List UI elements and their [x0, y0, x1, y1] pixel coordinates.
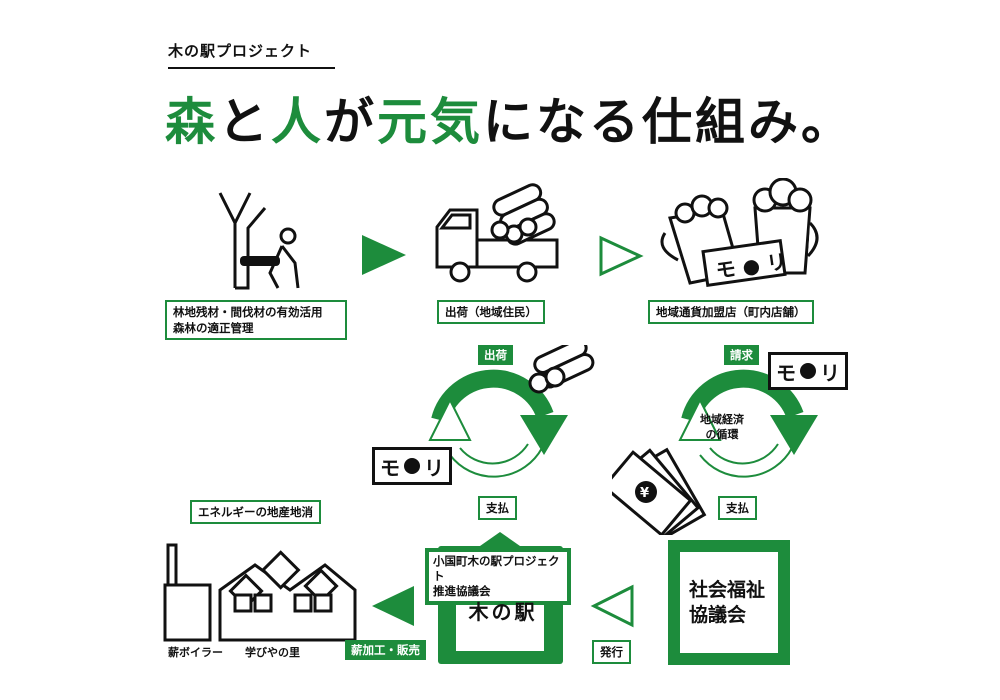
beer-mugs-icon: モ ● リ — [660, 178, 819, 287]
logs-icon — [528, 345, 595, 394]
shipping-label: 出荷（地域住民） — [437, 300, 545, 324]
arrow-right-filled-icon — [362, 235, 406, 275]
boiler-label: 薪ボイラー — [168, 646, 223, 659]
title-genki: 元気 — [377, 93, 483, 151]
economy-line1: 地域経済 — [700, 413, 744, 426]
forest-label: 林地残材・間伐材の有効活用 森林の適正管理 — [165, 300, 347, 340]
page-title: 森と人が元気になる仕組み。 — [165, 82, 854, 154]
arrow-left-outline-icon — [590, 584, 634, 628]
economy-line2: の循環 — [705, 428, 739, 441]
mori-card-right: モリ — [768, 352, 848, 390]
school-label: 学びやの里 — [245, 646, 300, 659]
store-label: 地域通貨加盟店（町内店舗） — [648, 300, 814, 324]
pay-tag-left: 支払 — [478, 496, 517, 520]
title-rest: になる仕組み。 — [483, 93, 854, 151]
social-welfare-council: 社会福祉 協議会 — [668, 540, 790, 665]
cycle-arrows-left-icon — [428, 369, 568, 478]
energy-label: エネルギーの地産地消 — [190, 500, 321, 524]
mori-card-text: モ — [776, 360, 796, 385]
arrow-left-filled-icon — [372, 586, 414, 626]
issue-tag: 発行 — [592, 640, 631, 664]
promotion-council-label: 小国町木の駅プロジェクト 推進協議会 — [425, 548, 571, 605]
mori-card-text: モ — [380, 455, 400, 480]
processing-sales-tag: 薪加工・販売 — [345, 640, 426, 660]
economy-cycle-text: 地域経済 の循環 — [700, 412, 744, 442]
council-line2: 推進協議会 — [433, 584, 491, 598]
pay-tag-right: 支払 — [718, 496, 757, 520]
bills-icon: ¥ — [612, 447, 707, 535]
mori-card-text2: リ — [424, 455, 444, 480]
mori-card-left: モリ — [372, 447, 452, 485]
arrow-right-outline-icon — [599, 235, 644, 277]
tree-badge-icon — [404, 458, 420, 474]
yen-symbol: ¥ — [640, 486, 649, 501]
kinoeki-name: 木の駅 — [468, 600, 538, 624]
title-ga: が — [324, 93, 377, 151]
forest-label-line1: 林地残材・間伐材の有効活用 — [173, 305, 323, 319]
welfare-line2: 協議会 — [689, 603, 747, 626]
welfare-line1: 社会福祉 — [689, 578, 766, 601]
truck-with-logs-icon — [435, 183, 559, 283]
ship-tag: 出荷 — [478, 345, 513, 365]
forest-label-line2: 森林の適正管理 — [173, 321, 254, 335]
title-forest: 森 — [165, 93, 218, 151]
mori-card-text2: リ — [820, 360, 840, 385]
logging-worker-icon — [218, 192, 300, 290]
invoice-tag: 請求 — [724, 345, 759, 365]
tree-badge-icon — [800, 363, 816, 379]
title-people: 人 — [271, 93, 324, 151]
cycle-arrows-right-icon — [678, 369, 818, 478]
council-line1: 小国町木の駅プロジェクト — [433, 554, 560, 583]
boiler-and-school-icon — [163, 543, 357, 642]
title-to: と — [218, 93, 271, 151]
project-subtitle: 木の駅プロジェクト — [168, 40, 335, 69]
